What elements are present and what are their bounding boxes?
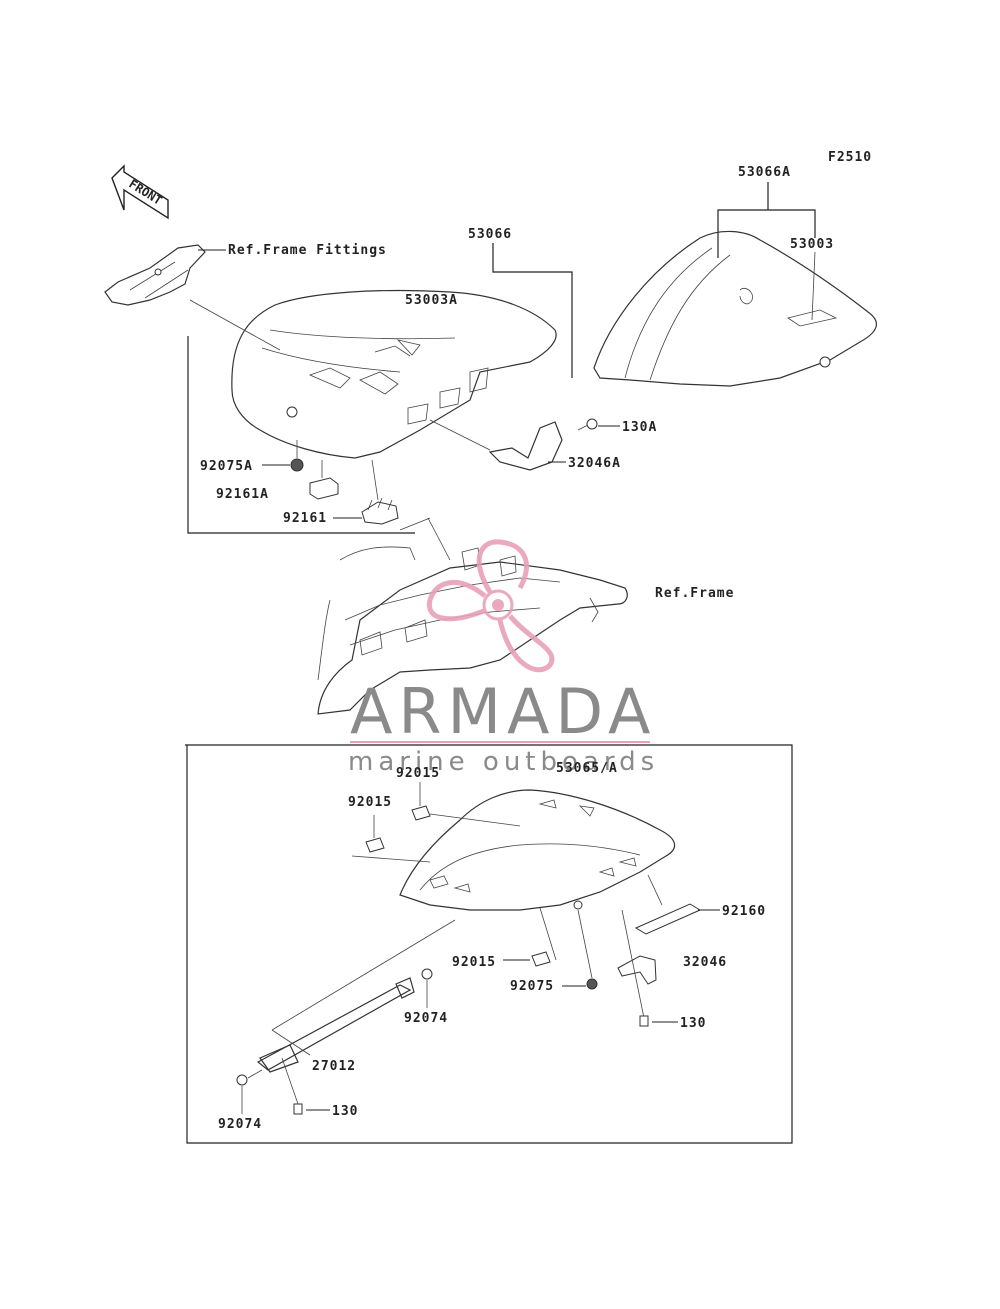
label-ref-frame-fittings: Ref.Frame Fittings	[228, 243, 387, 258]
part-92075A	[290, 458, 304, 472]
label-53066A: 53066A	[738, 165, 791, 180]
part-92015-a	[365, 837, 385, 853]
label-53066: 53066	[468, 227, 512, 242]
label-130-b: 130	[332, 1104, 358, 1119]
part-92074-a	[421, 968, 433, 980]
solo-cover-53065A	[399, 789, 676, 911]
label-92074-a: 92074	[404, 1011, 448, 1026]
label-92074-b: 92074	[218, 1117, 262, 1132]
part-92075	[586, 978, 598, 990]
part-92015-b	[411, 805, 431, 821]
armada-watermark-logo	[426, 539, 555, 673]
label-92015-c: 92015	[452, 955, 496, 970]
group-box-53065A	[185, 744, 793, 1144]
label-27012: 27012	[312, 1059, 356, 1074]
part-130-a	[621, 909, 649, 1027]
part-92161	[361, 501, 399, 525]
label-92075: 92075	[510, 979, 554, 994]
label-130-a: 130	[680, 1016, 706, 1031]
leader-line	[189, 299, 281, 351]
label-ref-frame: Ref.Frame	[655, 586, 734, 601]
part-92161A	[309, 477, 339, 500]
group-box-53066	[187, 336, 415, 534]
label-53003A: 53003A	[405, 293, 458, 308]
label-53003: 53003	[790, 237, 834, 252]
front-arrow-icon: FRONT	[111, 164, 169, 220]
label-92161: 92161	[283, 511, 327, 526]
label-53065A: 53065/A	[556, 761, 618, 776]
frame-fitting-bracket	[104, 244, 206, 306]
part-92015-c	[531, 951, 551, 967]
frame	[317, 546, 628, 715]
label-32046: 32046	[683, 955, 727, 970]
label-32046A: 32046A	[568, 456, 621, 471]
watermark-subtitle: marine outboards	[348, 747, 659, 777]
watermark-title: ARMADA	[350, 675, 656, 748]
front-seat-53003A	[231, 289, 557, 459]
part-27012	[256, 977, 415, 1073]
part-130-b	[281, 1057, 303, 1115]
part-32046A	[488, 421, 563, 471]
group-bracket-53066A	[717, 209, 816, 258]
part-92160	[634, 903, 702, 935]
group-bracket-53066	[492, 243, 573, 378]
label-92015-a: 92015	[348, 795, 392, 810]
label-92015-b: 92015	[396, 766, 440, 781]
label-92160: 92160	[722, 904, 766, 919]
label-92161A: 92161A	[216, 487, 269, 502]
figure-code: F2510	[828, 150, 872, 165]
part-32046	[617, 955, 657, 985]
label-92075A: 92075A	[200, 459, 253, 474]
label-130A: 130A	[622, 420, 657, 435]
part-92074-b	[236, 1074, 248, 1086]
rear-cowl-53066A	[593, 230, 877, 387]
part-130A	[577, 418, 598, 431]
